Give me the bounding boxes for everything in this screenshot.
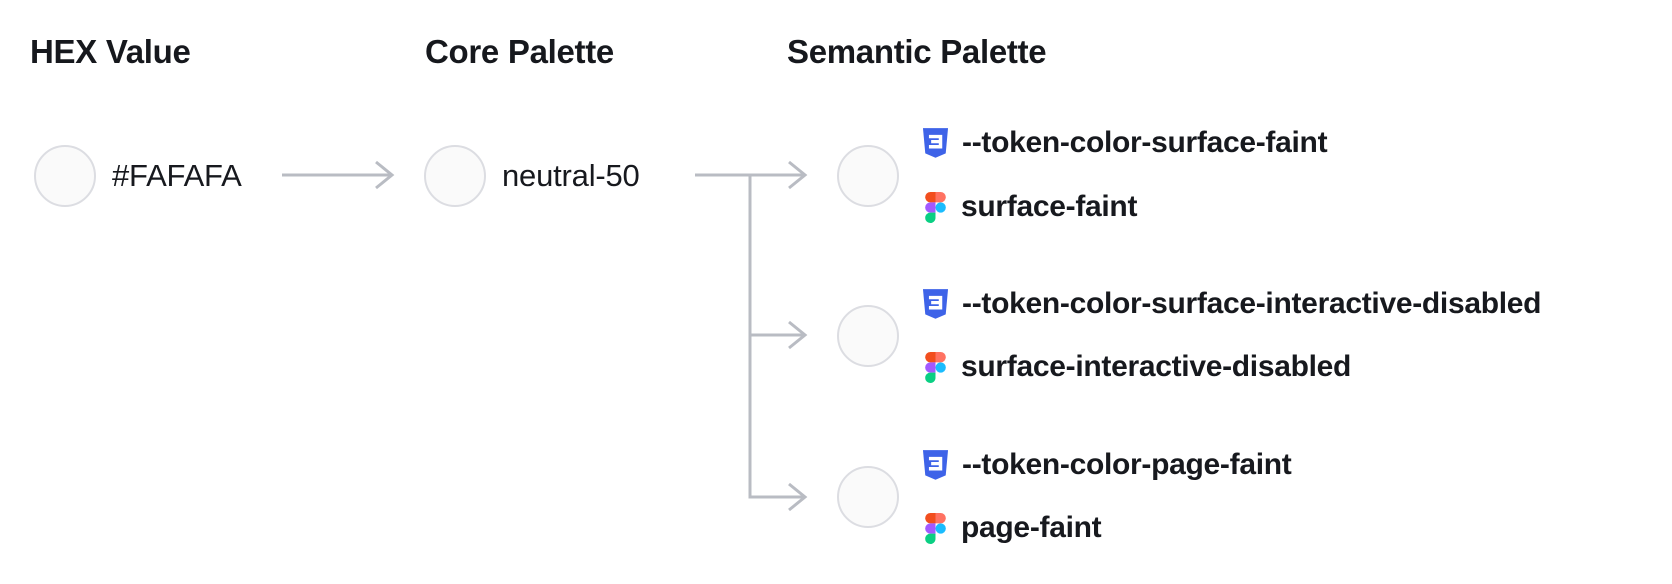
css-token-line: --token-color-surface-interactive-disabl…	[922, 284, 1542, 324]
figma-token-line: surface-interactive-disabled	[925, 347, 1351, 387]
heading-semantic-palette: Semantic Palette	[787, 33, 1047, 70]
figma-logo-icon	[925, 351, 946, 383]
css3-shield-icon	[922, 449, 949, 480]
core-color-swatch	[424, 145, 486, 207]
figma-logo-icon	[925, 512, 946, 544]
css-token-line: --token-color-surface-faint	[922, 123, 1328, 163]
figma-token-name: surface-interactive-disabled	[961, 350, 1352, 383]
heading-hex-value: HEX Value	[30, 33, 191, 70]
heading-core-palette: Core Palette	[425, 33, 614, 70]
core-palette-label: neutral-50	[502, 158, 640, 193]
figma-token-line: page-faint	[925, 508, 1102, 548]
css-token-name: --token-color-surface-faint	[962, 126, 1328, 159]
figma-token-name: surface-faint	[961, 190, 1138, 223]
css-token-line: --token-color-page-faint	[922, 445, 1292, 485]
semantic-color-swatch	[837, 145, 899, 207]
semantic-color-swatch	[837, 305, 899, 367]
css-token-name: --token-color-page-faint	[962, 448, 1292, 481]
hex-color-swatch	[34, 145, 96, 207]
semantic-color-swatch	[837, 466, 899, 528]
figma-logo-icon	[925, 191, 946, 223]
hex-value-label: #FAFAFA	[112, 158, 242, 193]
css-token-name: --token-color-surface-interactive-disabl…	[962, 287, 1542, 320]
css3-shield-icon	[922, 288, 949, 319]
css3-shield-icon	[922, 127, 949, 158]
figma-token-name: page-faint	[961, 511, 1102, 544]
figma-token-line: surface-faint	[925, 187, 1137, 227]
